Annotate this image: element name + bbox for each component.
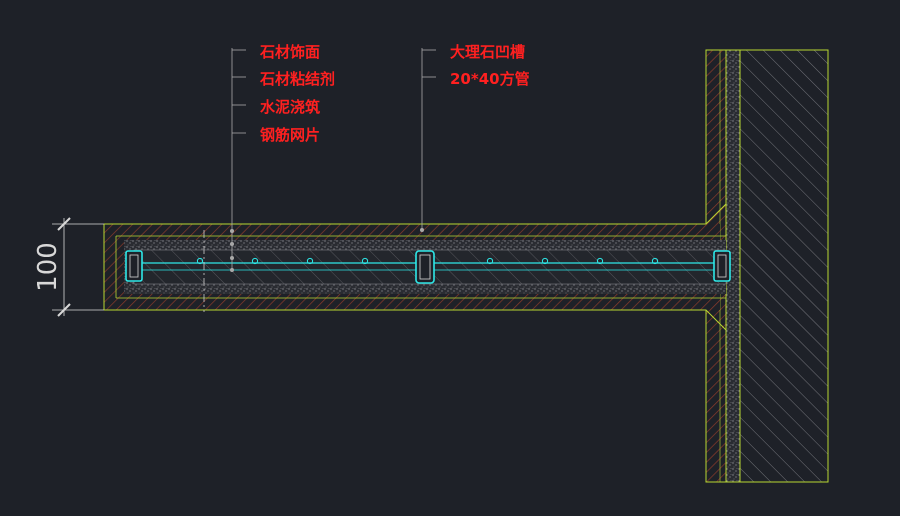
rebar-dot (596, 257, 604, 265)
label-stone-finish: 石材饰面 (259, 43, 320, 61)
label-cement-pour: 水泥浇筑 (260, 98, 320, 116)
rebar-dot (361, 257, 369, 265)
leader-markers (230, 228, 424, 272)
leader-lines (231, 48, 436, 272)
rebar-dot (251, 257, 259, 265)
square-tube-middle (415, 250, 435, 284)
label-marble-groove: 大理石凹槽 (450, 43, 525, 61)
label-square-tube: 20*40方管 (450, 70, 530, 88)
wall-section (705, 49, 829, 483)
square-tube-right (713, 250, 731, 282)
label-stone-adhesive: 石材粘结剂 (259, 70, 335, 88)
square-tube-left (125, 250, 143, 282)
rebar-dot (486, 257, 494, 265)
square-tubes (125, 250, 731, 284)
label-rebar-mesh: 钢筋网片 (260, 126, 320, 144)
rebar-dot (541, 257, 549, 265)
rebar-dot (196, 257, 204, 265)
labels-left: 石材饰面 石材粘结剂 水泥浇筑 钢筋网片 (259, 43, 335, 144)
rebar-dot (651, 257, 659, 265)
dimension-text: 100 (33, 242, 63, 292)
dimension-100: 100 (33, 217, 104, 317)
labels-right: 大理石凹槽 20*40方管 (450, 43, 530, 88)
rebar-dot (306, 257, 314, 265)
